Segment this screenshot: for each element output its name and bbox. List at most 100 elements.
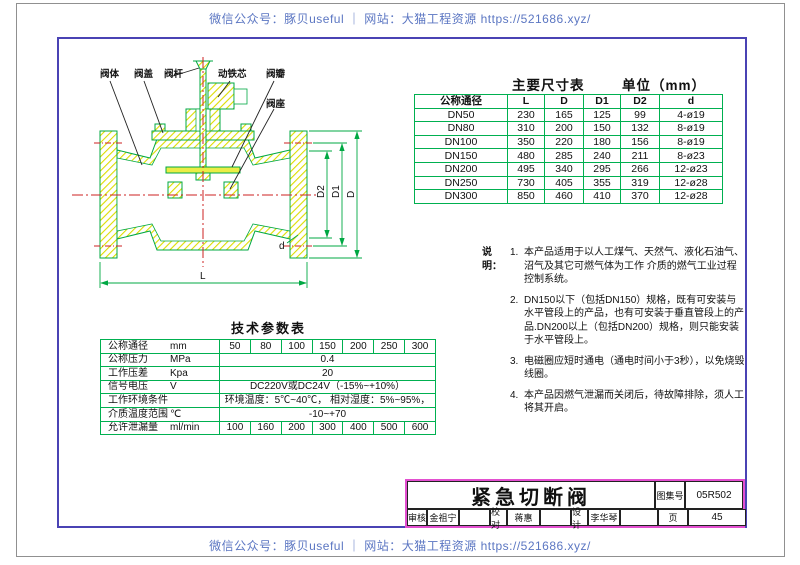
notes-label: 说明：	[482, 247, 502, 272]
dim-cell: DN80	[414, 121, 508, 136]
tech-cell: 200	[342, 339, 375, 354]
label-valve-seat: 阀座	[266, 98, 286, 110]
dim-cell: 405	[544, 175, 584, 191]
tech-cell: 300	[404, 339, 436, 354]
dim-cell: 285	[544, 148, 584, 163]
tech-cell: 300	[311, 420, 344, 436]
dim-cell: DN150	[414, 148, 508, 163]
centerlines	[72, 57, 316, 267]
tech-cell: DC220V或DC24V（-15%~+10%）	[219, 379, 436, 395]
dim-col-header: D2	[620, 94, 660, 109]
atlas-label: 图集号	[655, 481, 685, 509]
empty-cell	[620, 509, 658, 526]
note-item: 3.电磁圈应短时通电（通电时间小于3秒），以免烧毁线圈。	[482, 355, 746, 382]
tech-cell: 0.4	[219, 352, 436, 368]
dimension-lines	[99, 130, 362, 288]
dim-cell: 12-ø28	[659, 175, 723, 191]
tech-row: 介质温度范围℃-10~+70	[100, 406, 436, 422]
dim-cell: 4-ø19	[659, 107, 723, 123]
tech-row: 工作环境条件环境温度：5℃~40℃， 相对湿度：5%~95%，	[100, 393, 436, 408]
dim-cell: 295	[583, 161, 621, 177]
dim-col-header: D	[544, 94, 584, 109]
dim-cell: 495	[507, 161, 545, 177]
tech-cell: 20	[219, 366, 436, 381]
page-label: 页	[658, 509, 688, 526]
dim-col-header: D1	[583, 94, 621, 109]
dim-D1: D1	[331, 185, 342, 198]
dim-col-header: 公称通径	[414, 94, 508, 109]
dim-cell: 8-ø23	[659, 148, 723, 163]
tech-cell: 250	[373, 339, 406, 354]
design-label: 设计	[571, 507, 588, 530]
label-valve-stem: 阀杆	[164, 68, 184, 80]
dim-cell: DN300	[414, 189, 508, 204]
proof-name: 蒋惠	[507, 509, 540, 526]
dim-cell: 480	[507, 148, 545, 163]
dim-cell: 355	[583, 175, 621, 191]
tech-row-label: 介质温度范围℃	[100, 406, 220, 422]
dim-cell: DN250	[414, 175, 508, 191]
dim-cell: 200	[544, 121, 584, 136]
dim-table-header: 主要尺寸表 单位（mm）	[414, 72, 724, 93]
notes-label	[482, 389, 510, 416]
dim-cell: 310	[507, 121, 545, 136]
dim-cell: 410	[583, 189, 621, 204]
dim-cell: 8-ø19	[659, 121, 723, 136]
dim-cell: 350	[507, 134, 545, 150]
dim-d: d	[279, 241, 285, 252]
design-name: 李华琴	[588, 509, 620, 526]
dim-cell: 165	[544, 107, 584, 123]
note-text: DN150以下（包括DN150）规格，既有可安装与水平管段上的产品，也有可安装于…	[524, 294, 744, 347]
note-number: 4.	[510, 389, 519, 401]
dim-cell: 125	[583, 107, 621, 123]
note-item: 说明： 1. 本产品适用于以人工煤气、天然气、液化石油气、沼气及其它可燃气体为工作 …	[482, 246, 746, 287]
page-number: 45	[688, 509, 746, 526]
tech-cell: 150	[311, 339, 344, 354]
dim-cell: DN100	[414, 134, 508, 150]
dim-cell: 12-ø28	[659, 189, 723, 204]
notes-label	[482, 294, 510, 348]
dim-cell: 266	[620, 161, 660, 177]
dim-col-header: L	[507, 94, 545, 109]
review-name: 金祖宁	[427, 509, 459, 526]
dim-cell: DN50	[414, 107, 508, 123]
empty-cell	[459, 509, 490, 526]
note-number: 2.	[510, 294, 519, 306]
note-item: 4.本产品因燃气泄漏而关闭后，待故障排除，须人工将其开启。	[482, 389, 746, 416]
dim-cell: 211	[620, 148, 660, 163]
notes-block: 说明： 1. 本产品适用于以人工煤气、天然气、液化石油气、沼气及其它可燃气体为工作 …	[482, 246, 746, 423]
dim-cell: 730	[507, 175, 545, 191]
note-number: 3.	[510, 355, 519, 367]
dim-D: D	[346, 191, 357, 198]
dim-cell: 850	[507, 189, 545, 204]
tech-cell: 400	[342, 420, 375, 436]
watermark-link-bottom: 微信公众号：豚贝useful ｜ 网站：大猫工程资源 https://52168…	[209, 539, 591, 553]
note-text: 本产品适用于以人工煤气、天然气、液化石油气、沼气及其它可燃气体为工作 介质的燃气…	[524, 247, 744, 285]
title-block: 紧急切断阀 图集号 05R502 审核 金祖宁 校对 蒋惠 设计 李华琴 页 4…	[405, 479, 746, 530]
note-number: 1.	[510, 247, 519, 258]
dim-cell: 150	[583, 121, 621, 136]
dim-cell: 12-ø23	[659, 161, 723, 177]
valve-section-drawing: 阀体 阀盖 阀杆 动铁芯 阀瓣 阀座 L D D1 D2 d	[72, 57, 362, 288]
leader-lines	[109, 67, 275, 190]
